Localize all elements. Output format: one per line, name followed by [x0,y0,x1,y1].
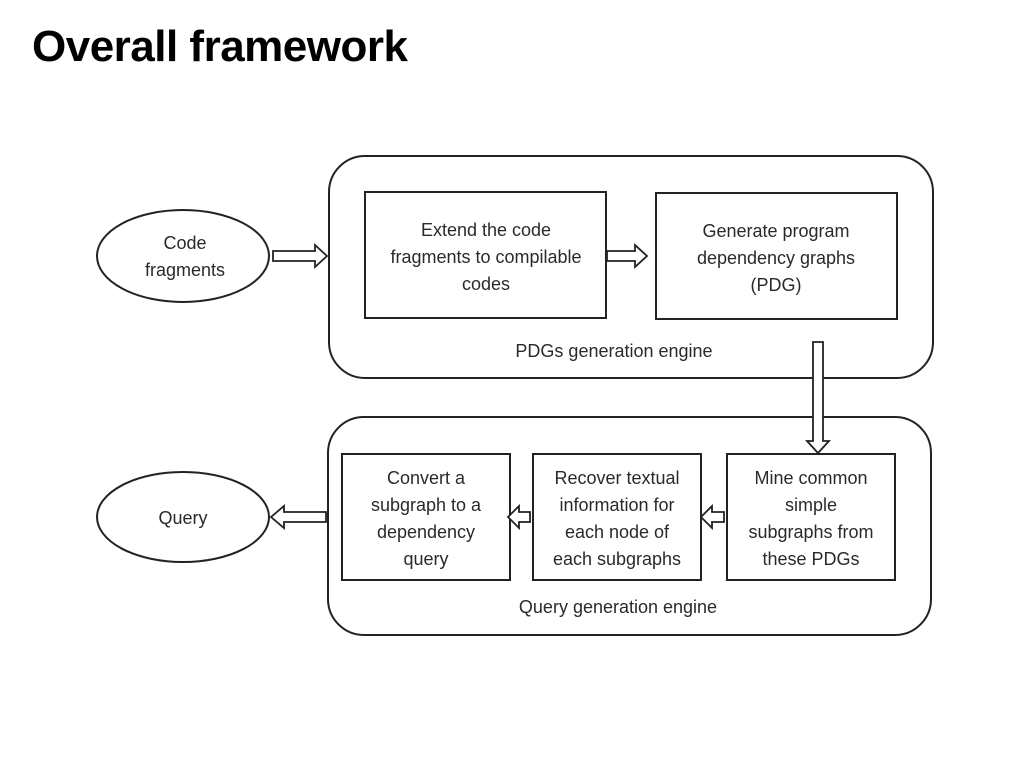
convert-step-line-3: dependency [377,522,475,542]
query-node [96,471,270,563]
arrow-left-icon [269,504,327,530]
recover-textual-step [532,453,702,581]
extend-step-line-2: fragments to compilable [390,247,581,267]
arrow-right-icon [272,242,329,270]
generate-step-line-2: dependency graphs [697,248,855,268]
query-engine-label: Query generation engine [519,597,717,617]
generate-step-line-3: (PDG) [751,275,802,295]
code-fragments-label-2: fragments [145,260,225,280]
generate-pdg-step [655,192,898,320]
code-fragments-node [96,209,270,303]
mine-step-line-3: subgraphs from [748,522,873,542]
convert-step-line-2: subgraph to a [371,495,482,515]
recover-step-line-3: each node of [565,522,670,542]
recover-step-line-4: each subgraphs [553,549,681,569]
extend-step-line-3: codes [462,274,510,294]
extend-step-line-1: Extend the code [421,220,551,240]
query-label: Query [158,508,207,528]
arrow-left-icon [699,503,725,531]
arrow-left-icon [506,503,531,531]
mine-step-line-4: these PDGs [762,549,859,569]
mine-step-line-1: Mine common [754,468,867,488]
slide-title: Overall framework [32,22,408,71]
generate-step-line-1: Generate program [702,221,849,241]
code-fragments-label-1: Code [163,233,206,253]
extend-code-step [364,191,607,319]
convert-query-step [341,453,511,581]
pdg-engine-label: PDGs generation engine [515,341,712,361]
mine-step-line-2: simple [785,495,837,515]
arrow-down-icon [804,341,832,455]
recover-step-line-2: information for [559,495,674,515]
arrow-right-icon [606,242,649,270]
recover-step-line-1: Recover textual [554,468,679,488]
convert-step-line-4: query [403,549,448,569]
convert-step-line-1: Convert a [387,468,466,488]
mine-subgraphs-step [726,453,896,581]
